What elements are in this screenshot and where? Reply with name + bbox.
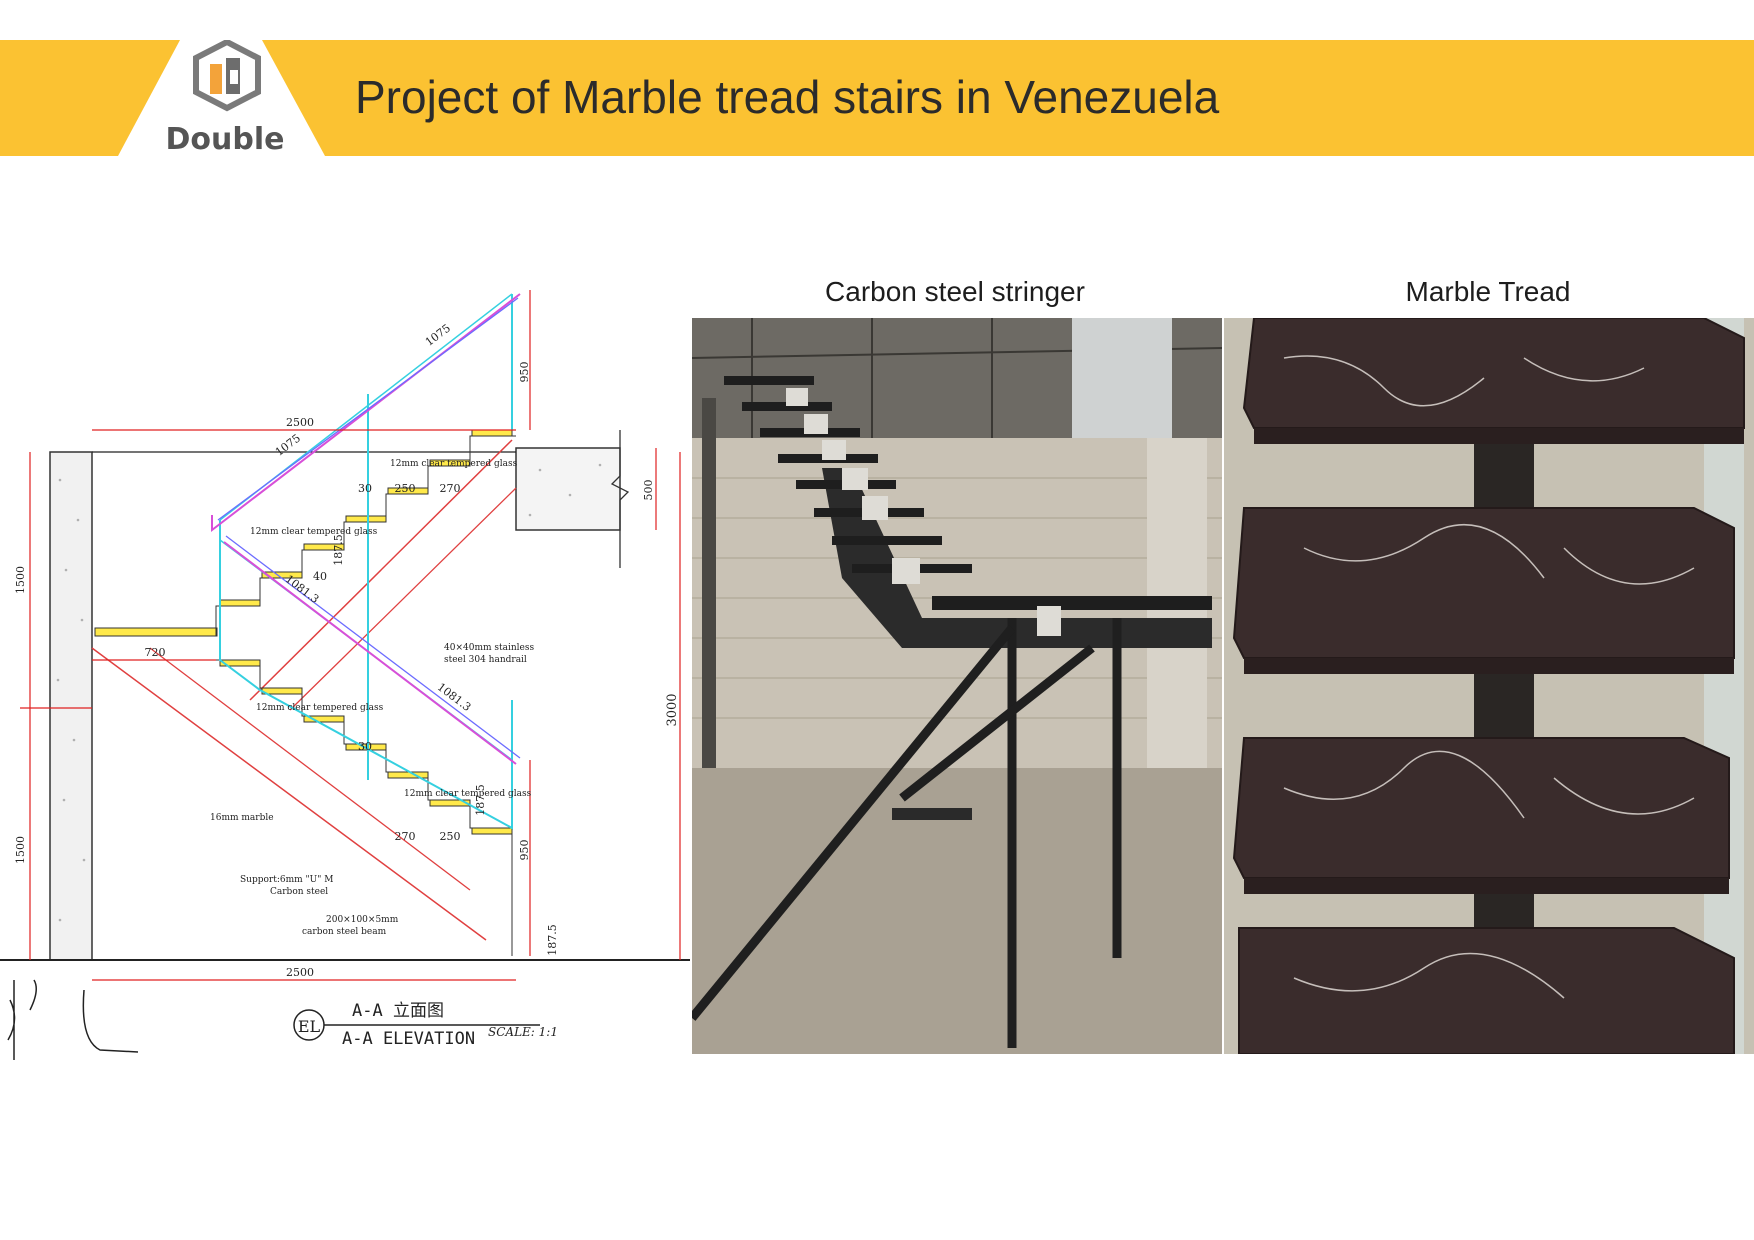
page-title: Project of Marble tread stairs in Venezu… xyxy=(355,71,1220,123)
dim-riser-c: 187.5 xyxy=(546,924,559,956)
dim-gap-a: 30 xyxy=(358,482,372,495)
note-glass-3: 12mm clear tempered glass xyxy=(256,703,384,713)
dim-gap-c: 40 xyxy=(313,570,327,583)
drawing-title-cn: A-A 立面图 xyxy=(352,1001,444,1021)
note-glass-4: 12mm clear tempered glass xyxy=(404,789,532,799)
dim-top-width: 2500 xyxy=(286,416,314,429)
dim-left-lower: 1500 xyxy=(14,836,27,864)
logo-text: Double xyxy=(166,122,285,156)
photo-steel-stringer xyxy=(692,318,1222,1054)
dim-riser-b: 187.5 xyxy=(474,784,487,816)
note-handrail-1: 40×40mm stainless xyxy=(444,643,534,653)
elevation-drawing: 2500 2500 720 250 270 270 250 30 30 40 1… xyxy=(0,280,690,1060)
logo: Double xyxy=(0,38,340,157)
caption-tread: Marble Tread xyxy=(1405,276,1571,307)
dim-bottom-width: 2500 xyxy=(286,966,314,979)
signature xyxy=(7,979,139,1060)
dim-going-c: 270 xyxy=(395,830,416,843)
dim-rail-top: 950 xyxy=(518,362,531,383)
dim-going-a: 250 xyxy=(395,482,416,495)
logo-icon xyxy=(193,38,261,112)
drawing-title-en: A-A ELEVATION xyxy=(342,1029,475,1049)
note-support-1: Support:6mm "U" M xyxy=(240,875,333,885)
dim-right-total: 3000 xyxy=(665,693,680,726)
dim-landing: 720 xyxy=(145,646,166,659)
dim-rail-bottom: 950 xyxy=(518,840,531,861)
photo-marble-tread xyxy=(1224,318,1754,1054)
note-beam-1: 200×100×5mm xyxy=(326,915,399,925)
dim-going-d: 250 xyxy=(440,830,461,843)
dim-rail-len-1: 1075 xyxy=(423,322,453,349)
dim-left-upper: 1500 xyxy=(14,566,27,594)
dim-riser-a: 187.5 xyxy=(332,534,345,566)
note-glass-1: 12mm clear tempered glass xyxy=(390,459,518,469)
dim-slab: 500 xyxy=(642,480,655,501)
note-beam-2: carbon steel beam xyxy=(302,927,387,937)
caption-stringer: Carbon steel stringer xyxy=(825,276,1085,307)
dim-rail-len-2: 1075 xyxy=(273,432,303,459)
note-handrail-2: steel 304 handrail xyxy=(444,655,527,665)
drawing-mark: EL xyxy=(298,1017,321,1036)
dim-gap-b: 30 xyxy=(358,740,372,753)
dim-going-b: 270 xyxy=(440,482,461,495)
note-support-2: Carbon steel xyxy=(270,887,328,897)
note-glass-2: 12mm clear tempered glass xyxy=(250,527,378,537)
drawing-scale: SCALE: 1:1 xyxy=(488,1025,558,1039)
note-marble: 16mm marble xyxy=(210,813,274,823)
